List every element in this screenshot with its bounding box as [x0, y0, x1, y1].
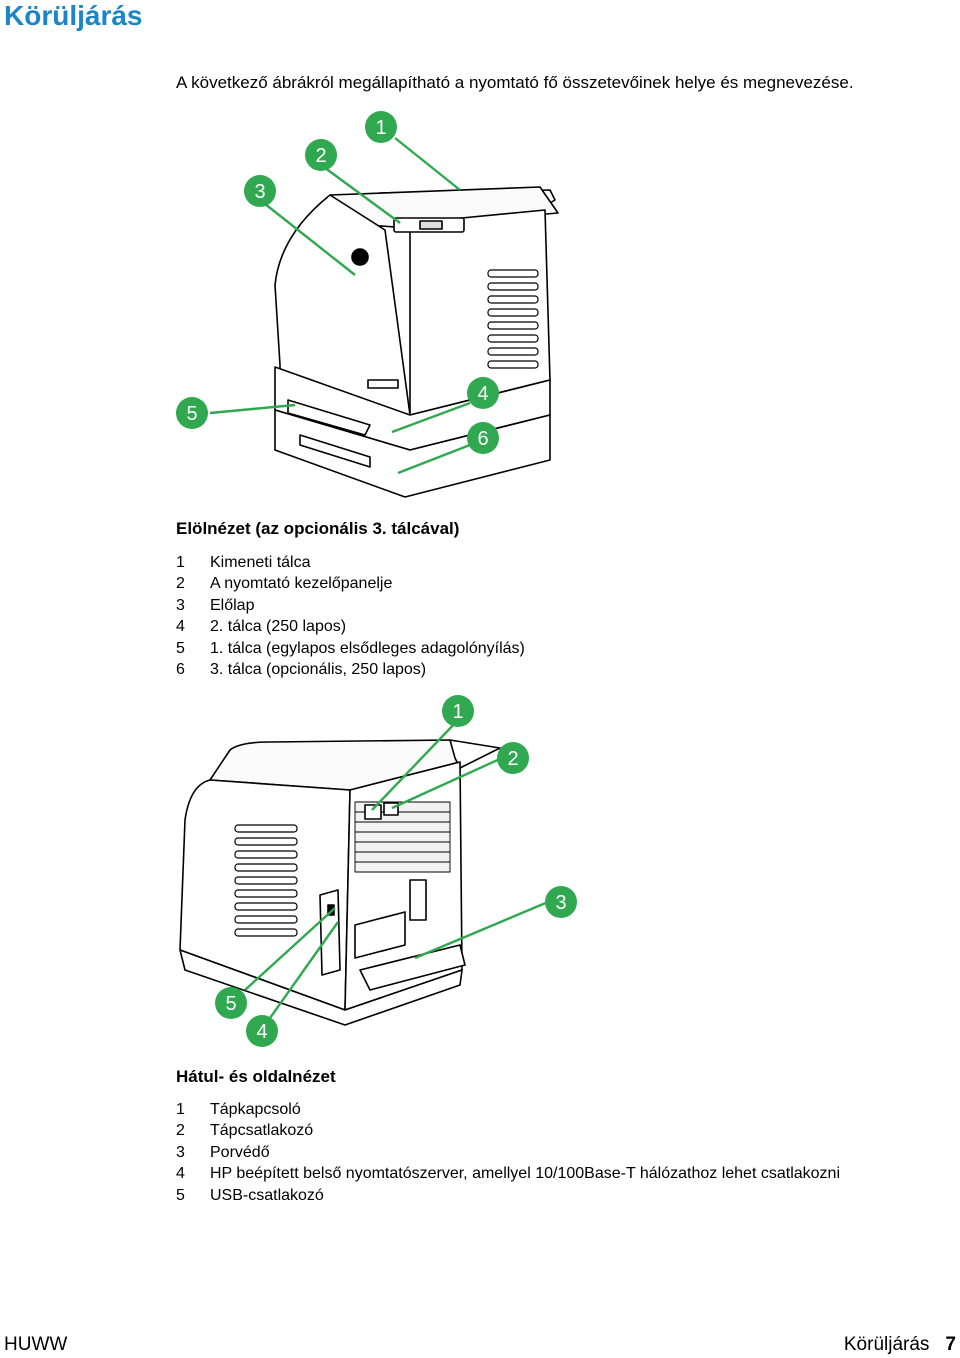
rear-view-callouts: 1 2 3 5 4 [215, 695, 577, 1047]
front-view-figure [274, 186, 559, 498]
legend-number: 4 [176, 618, 185, 636]
legend-row: 6 3. tálca (opcionális, 250 lapos) [176, 659, 525, 680]
rear-callout-5: 5 [225, 993, 236, 1015]
front-callout-5: 5 [186, 403, 197, 425]
front-callout-1: 1 [375, 117, 386, 139]
front-callout-6: 6 [477, 428, 488, 450]
front-callout-3: 3 [254, 181, 265, 203]
legend-number: 5 [176, 639, 185, 657]
footer-page-number: 7 [945, 1334, 956, 1355]
rear-view-legend: 1 Tápkapcsoló 2 Tápcsatlakozó 3 Porvédő 4 HP… [176, 1099, 840, 1206]
legend-row: 1 Kimeneti tálca [176, 552, 525, 573]
rear-view-caption: Hátul- és oldalnézet [176, 1067, 336, 1086]
legend-row: 1 Tápkapcsoló [176, 1099, 840, 1120]
legend-number: 3 [176, 596, 185, 614]
legend-number: 1 [176, 554, 185, 571]
footer-section: Körüljárás [843, 1334, 930, 1355]
legend-number: 5 [176, 1186, 185, 1204]
legend-label: Porvédő [210, 1143, 270, 1161]
legend-row: 5 USB-csatlakozó [176, 1185, 840, 1206]
rear-callout-3: 3 [555, 892, 566, 914]
legend-label: HP beépített belső nyomtatószerver, amel… [210, 1165, 840, 1183]
front-view-callouts: 3 2 1 5 4 6 [176, 111, 499, 475]
legend-row: 2 A nyomtató kezelőpanelje [176, 573, 525, 594]
legend-number: 4 [176, 1165, 185, 1183]
legend-row: 3 Porvédő [176, 1142, 840, 1163]
legend-label: 2. tálca (250 lapos) [210, 618, 347, 636]
legend-number: 1 [176, 1101, 185, 1118]
legend-label: 3. tálca (opcionális, 250 lapos) [210, 661, 427, 679]
page-title: Körüljárás [4, 0, 143, 31]
legend-label: Tápcsatlakozó [210, 1122, 314, 1140]
legend-label: 1. tálca (egylapos elsődleges adagolónyí… [210, 639, 525, 657]
legend-row: 5 1. tálca (egylapos elsődleges adagolóny… [176, 638, 525, 659]
legend-label: A nyomtató kezelőpanelje [210, 575, 393, 593]
legend-number: 6 [176, 661, 185, 679]
legend-label: Előlap [210, 596, 255, 614]
legend-number: 2 [176, 1122, 185, 1140]
rear-callout-1: 1 [452, 701, 463, 723]
rear-callout-4: 4 [256, 1021, 267, 1043]
front-view-legend: 1 Kimeneti tálca 2 A nyomtató kezelőpanelj… [176, 552, 525, 680]
legend-number: 2 [176, 575, 185, 593]
legend-row: 4 HP beépített belső nyomtatószerver, ame… [176, 1163, 840, 1184]
footer-doc-id: HUWW [4, 1334, 68, 1355]
rear-view-figure [179, 739, 501, 1026]
legend-row: 4 2. tálca (250 lapos) [176, 616, 525, 637]
rear-callout-2: 2 [507, 748, 518, 770]
front-view-caption: Elölnézet (az opcionális 3. tálcával) [176, 519, 460, 538]
legend-label: Kimeneti tálca [210, 554, 311, 571]
legend-row: 2 Tápcsatlakozó [176, 1120, 840, 1141]
legend-label: Tápkapcsoló [210, 1101, 301, 1118]
legend-row: 3 Előlap [176, 595, 525, 616]
front-callout-4: 4 [477, 383, 488, 405]
legend-label: USB-csatlakozó [210, 1186, 324, 1204]
front-callout-2: 2 [315, 145, 326, 167]
footer-right: Körüljárás 7 [844, 1334, 956, 1356]
legend-number: 3 [176, 1143, 185, 1161]
intro-text: A következő ábrákról megállapítható a ny… [176, 73, 854, 92]
